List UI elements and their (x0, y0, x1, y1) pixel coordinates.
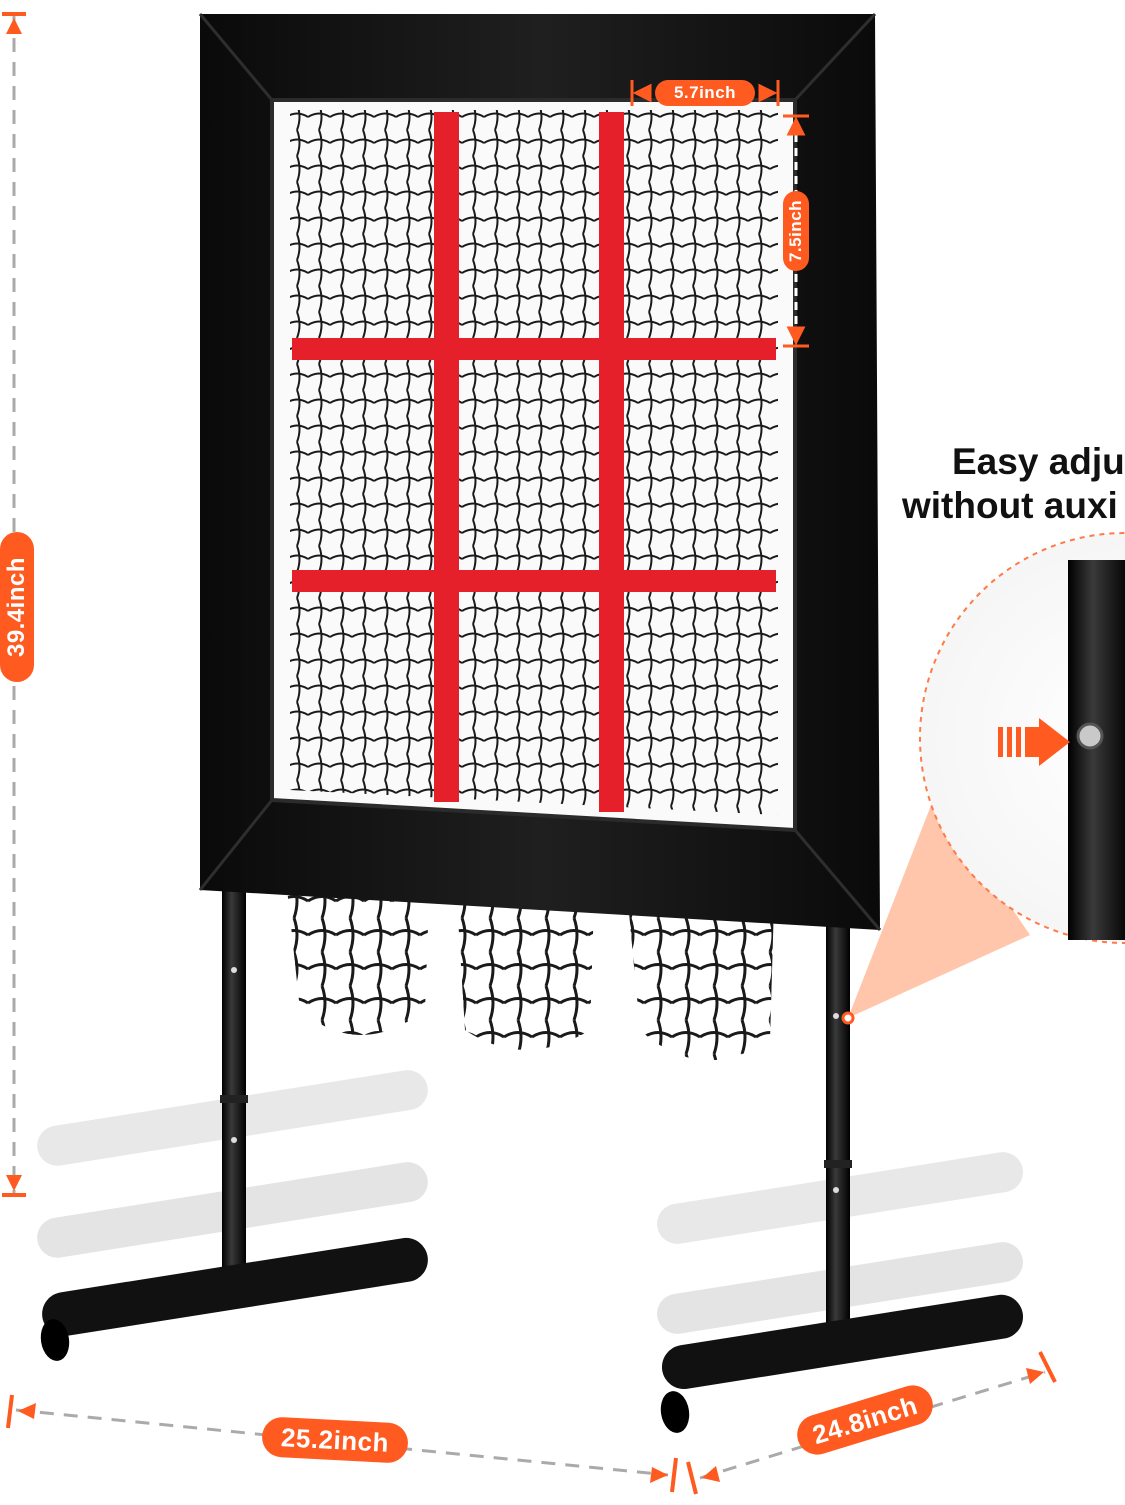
feature-heading: Easy adju (952, 438, 1125, 486)
orange-arrow-icon (998, 718, 1070, 766)
strike-zone-straps (292, 112, 776, 812)
stand-leg-left (40, 890, 428, 1361)
hanging-net-pockets (285, 870, 775, 1061)
cell-width-dimension (630, 80, 780, 106)
cell-height-label: 7.5inch (783, 191, 809, 271)
cell-width-label: 5.7inch (655, 80, 755, 106)
stand-leg-right (660, 910, 1024, 1433)
height-label: 39.4inch (0, 532, 34, 682)
net-frame (198, 12, 882, 931)
height-dimension-line (2, 12, 26, 1197)
zoom-callout (841, 532, 1125, 1025)
width-label: 25.2inch (261, 1416, 409, 1464)
feature-line-2: without auxi (902, 485, 1118, 526)
width-dimension-line (6, 1394, 678, 1493)
feature-line-1: Easy adju (952, 441, 1125, 482)
feature-subheading: without auxi (902, 482, 1118, 530)
cell-height-dimension (783, 114, 809, 348)
